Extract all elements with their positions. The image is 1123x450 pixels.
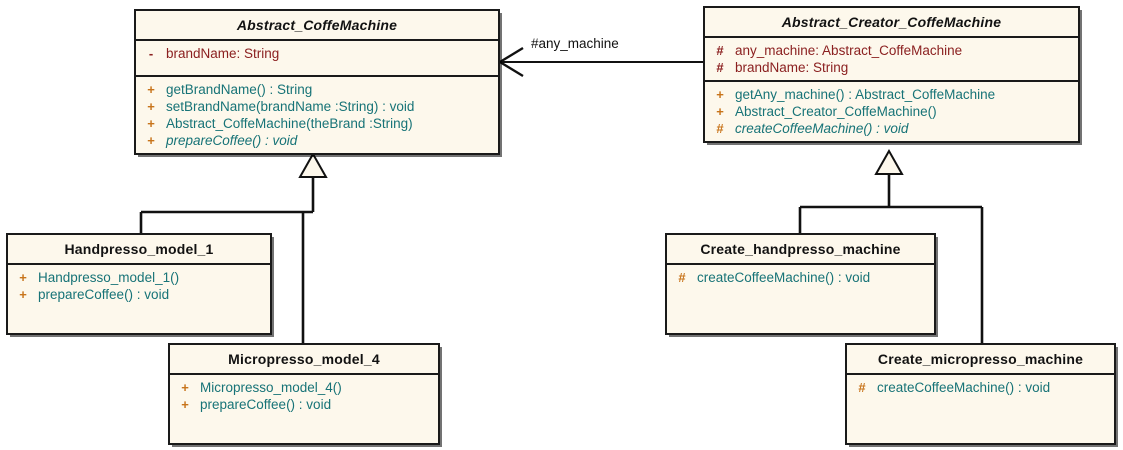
class-name-abstract-creator-coffemachine: Abstract_Creator_CoffeMachine [781, 14, 1002, 30]
operation-row: # createCoffeeMachine() : void [669, 269, 932, 286]
attributes-compartment-abstract-coffemachine: - brandName: String [136, 39, 498, 75]
class-box-abstract-creator-coffemachine[interactable]: Abstract_Creator_CoffeMachine # any_mach… [703, 6, 1080, 143]
class-box-micropresso-model-4[interactable]: Micropresso_model_4 + Micropresso_model_… [168, 343, 440, 445]
class-box-create-handpresso-machine[interactable]: Create_handpresso_machine # createCoffee… [665, 233, 936, 335]
compartment-spacer [669, 286, 932, 329]
class-name-micropresso-model-4: Micropresso_model_4 [228, 351, 380, 367]
class-box-handpresso-model-1[interactable]: Handpresso_model_1 + Handpresso_model_1(… [6, 233, 272, 335]
visibility-marker: + [716, 104, 724, 119]
operation-row: # createCoffeeMachine() : void [849, 379, 1112, 396]
operation-row: + Abstract_Creator_CoffeMachine() [707, 103, 1076, 120]
visibility-marker: + [181, 380, 189, 395]
operation-row: + prepareCoffee() : void [138, 132, 496, 149]
visibility-marker: + [147, 116, 155, 131]
compartment-spacer [10, 303, 268, 329]
operation-row: + getAny_machine() : Abstract_CoffeMachi… [707, 86, 1076, 103]
visibility-marker: - [148, 46, 154, 61]
operation-row: + Abstract_CoffeMachine(theBrand :String… [138, 115, 496, 132]
operation-text: prepareCoffee() : void [38, 287, 170, 302]
visibility-marker: # [678, 270, 686, 285]
class-name-abstract-coffemachine: Abstract_CoffeMachine [236, 17, 398, 33]
visibility-marker: + [147, 99, 155, 114]
operation-text: createCoffeeMachine() : void [735, 121, 909, 136]
visibility-marker: # [716, 43, 724, 58]
operation-text: Abstract_Creator_CoffeMachine() [735, 104, 937, 119]
operation-row: + Micropresso_model_4() [172, 379, 436, 396]
operation-row: + prepareCoffee() : void [172, 396, 436, 413]
operation-row: + prepareCoffee() : void [10, 286, 268, 303]
operation-text: Micropresso_model_4() [200, 380, 342, 395]
compartment-spacer [138, 62, 496, 71]
operation-row: + setBrandName(brandName :String) : void [138, 98, 496, 115]
visibility-marker: # [858, 380, 866, 395]
operation-text: createCoffeeMachine() : void [877, 380, 1051, 395]
visibility-marker: # [716, 60, 724, 75]
operations-compartment-abstract-creator-coffemachine: + getAny_machine() : Abstract_CoffeMachi… [705, 80, 1078, 141]
operations-compartment-create-micropresso-machine: # createCoffeeMachine() : void [847, 373, 1114, 443]
generalization-left-tree [139, 151, 328, 343]
operation-text: Handpresso_model_1() [38, 270, 180, 285]
class-box-create-micropresso-machine[interactable]: Create_micropresso_machine # createCoffe… [845, 343, 1116, 445]
attribute-row: # brandName: String [707, 59, 1076, 76]
generalization-right-tree [798, 148, 984, 343]
attribute-text: brandName: String [166, 46, 280, 61]
operation-text: prepareCoffee() : void [200, 397, 332, 412]
operation-text: Abstract_CoffeMachine(theBrand :String) [166, 116, 413, 131]
visibility-marker: + [19, 287, 27, 302]
class-name-create-handpresso-machine: Create_handpresso_machine [700, 241, 901, 257]
attribute-text: brandName: String [735, 60, 849, 75]
visibility-marker: + [181, 397, 189, 412]
operation-text: createCoffeeMachine() : void [697, 270, 871, 285]
attribute-row: # any_machine: Abstract_CoffeMachine [707, 42, 1076, 59]
operation-text: setBrandName(brandName :String) : void [166, 99, 415, 114]
operations-compartment-abstract-coffemachine: + getBrandName() : String + setBrandName… [136, 75, 498, 153]
association-any-machine [497, 46, 703, 78]
operation-text: getBrandName() : String [166, 82, 313, 97]
visibility-marker: + [147, 82, 155, 97]
operation-text: prepareCoffee() : void [166, 133, 298, 148]
attribute-text: any_machine: Abstract_CoffeMachine [735, 43, 963, 58]
operation-row: + getBrandName() : String [138, 81, 496, 98]
operation-row: # createCoffeeMachine() : void [707, 120, 1076, 137]
operations-compartment-create-handpresso-machine: # createCoffeeMachine() : void [667, 263, 934, 333]
operation-text: getAny_machine() : Abstract_CoffeMachine [735, 87, 996, 102]
class-name-handpresso-model-1: Handpresso_model_1 [64, 241, 214, 257]
compartment-spacer [849, 396, 1112, 439]
compartment-spacer [172, 413, 436, 439]
visibility-marker: + [716, 87, 724, 102]
visibility-marker: + [147, 133, 155, 148]
operation-row: + Handpresso_model_1() [10, 269, 268, 286]
attribute-row: - brandName: String [138, 45, 496, 62]
operations-compartment-micropresso-model-4: + Micropresso_model_4() + prepareCoffee(… [170, 373, 438, 443]
operations-compartment-handpresso-model-1: + Handpresso_model_1() + prepareCoffee()… [8, 263, 270, 333]
association-label-any-machine: #any_machine [531, 36, 619, 51]
class-box-abstract-coffemachine[interactable]: Abstract_CoffeMachine - brandName: Strin… [134, 9, 500, 155]
class-name-create-micropresso-machine: Create_micropresso_machine [877, 351, 1084, 367]
attributes-compartment-abstract-creator-coffemachine: # any_machine: Abstract_CoffeMachine # b… [705, 36, 1078, 80]
visibility-marker: + [19, 270, 27, 285]
visibility-marker: # [716, 121, 724, 136]
